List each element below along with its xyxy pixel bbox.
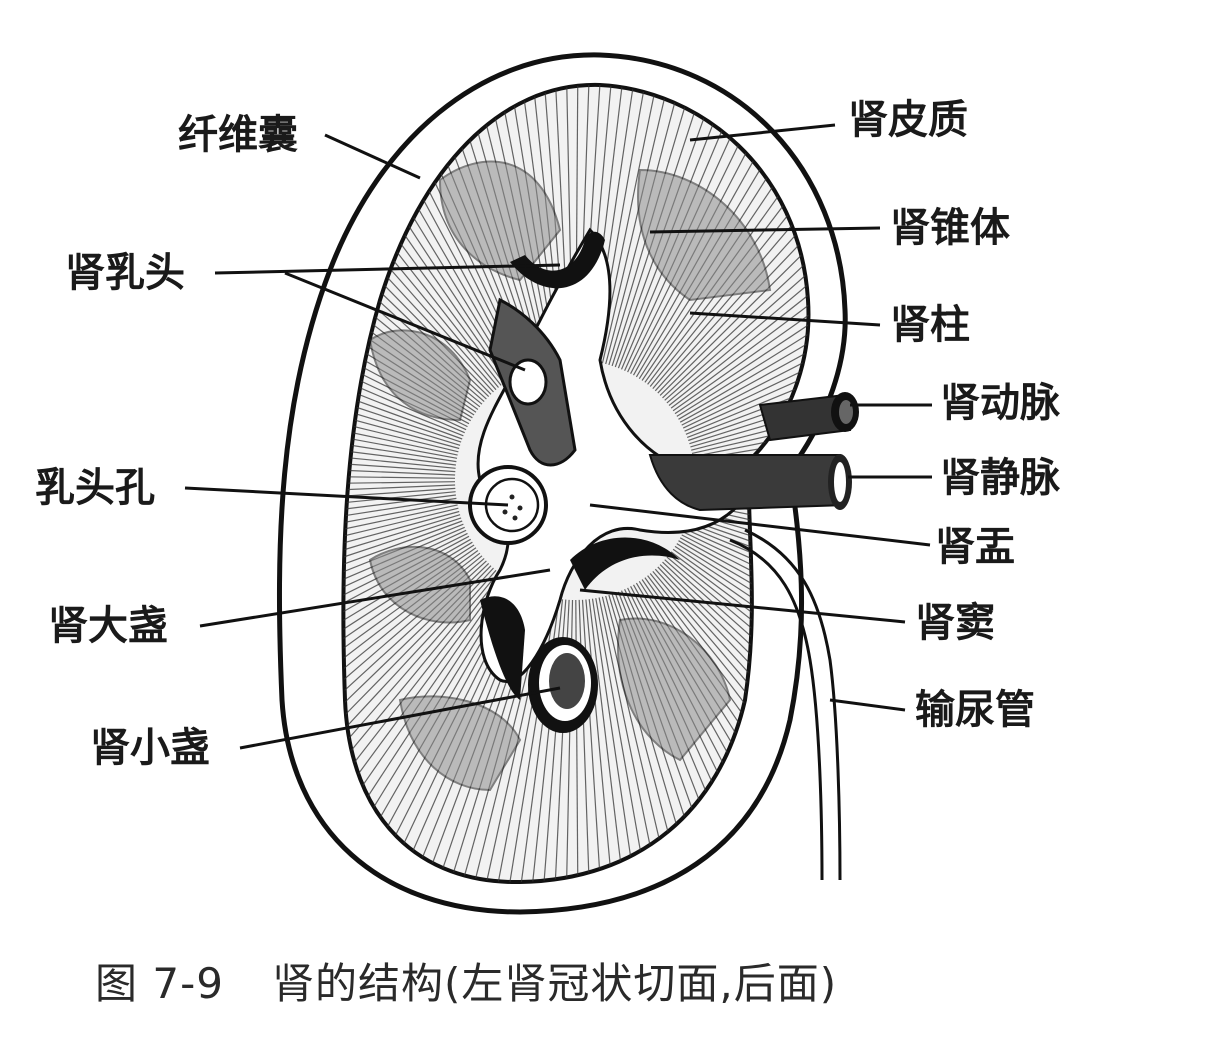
hatch-line [343,494,456,539]
label-renal-papilla: 肾乳头 [65,250,185,296]
hatch-line [343,358,460,450]
hatch-line [343,520,463,638]
renal-column-lower [570,537,680,590]
hatch-line [343,487,456,513]
hatch-line [343,346,461,446]
hatch-line [684,528,809,668]
hatch-line [679,537,809,703]
label-fibrous-capsule: 纤维囊 [178,112,298,158]
minor-calyx [528,637,598,733]
label-major-calyx: 肾大盏 [48,603,168,649]
hatch-line [689,340,809,445]
hatch-line [668,193,809,406]
hatch-line [674,545,809,736]
label-renal-pyramid: 肾锥体 [890,205,1010,251]
hatch-line [343,109,505,384]
hatch-line [343,504,458,577]
hatch-line [664,174,809,401]
renal-vein [648,454,852,512]
hatch-line [343,510,460,602]
hatch-line [690,512,809,608]
hatch-line [681,534,809,691]
hatch-line [681,269,809,426]
hatch-line [679,257,809,423]
ureter [729,528,842,881]
hatch-line [662,164,809,399]
hatch-line [343,497,457,551]
hatch-line [343,383,458,456]
hatch-line [343,421,456,466]
hatch-line [657,146,809,394]
figure-caption-text: 肾的结构(左肾冠状切面,后面) [271,959,838,1008]
hatch-line [659,155,809,396]
renal-artery [758,392,859,442]
lower-calyx-arc [480,596,525,700]
hatch-line [676,543,809,725]
hatch-line [685,304,809,435]
hatch-line [343,514,461,614]
hatch-line [676,235,809,417]
hatch-line [343,371,459,453]
hatch-line [690,352,809,448]
hatch-line [343,409,457,463]
hatch-line [343,491,456,526]
renal-pyramids [368,160,772,792]
hatch-line [684,292,809,432]
hatch-line [691,365,809,451]
hatch-line [682,280,809,429]
hatch-line [682,531,809,680]
label-renal-artery: 肾动脉 [940,380,1060,426]
hatch-line [688,518,809,632]
hatch-line [693,402,809,461]
hatch-line [343,484,456,500]
hatch-line [343,473,456,479]
hatch-line [692,502,809,570]
figure-caption: 图 7-9 肾的结构(左肾冠状切面,后面) [95,950,837,1011]
hatch-line [685,525,809,656]
label-minor-calyx: 肾小盏 [90,725,210,771]
hatch-line [343,501,458,564]
hatch-line [343,298,465,434]
hatch-line [666,183,809,404]
label-ureter: 输尿管 [915,687,1035,733]
hatch-line [343,434,456,469]
hatch-line [678,246,809,420]
hatch-line [343,460,456,476]
label-papillary-foramina: 乳头孔 [35,465,155,511]
hatch-line [343,507,459,589]
upper-minor-calyx-cup [510,231,605,289]
hatch-line [691,506,809,583]
hatch-line [654,137,809,392]
hatch-line [689,515,809,620]
label-renal-pelvis: 肾盂 [935,524,1015,570]
hatch-line [686,522,809,644]
hatch-line [343,523,464,650]
hatch-line [670,203,809,409]
hatch-line [692,390,809,458]
hatch-line [672,214,809,412]
hatch-line [343,396,458,459]
hatch-line [343,447,456,473]
hatch-line [343,310,464,437]
label-renal-vein: 肾静脉 [940,455,1060,501]
hatch-line [674,224,809,415]
label-renal-sinus: 肾窦 [915,600,995,646]
hatch-line [678,540,809,714]
hatch-line [688,328,809,442]
leader-lines [184,123,932,750]
hatch-line [343,322,463,440]
hatch-line [686,316,809,438]
hatch-line [343,334,462,443]
hatch-line [691,377,809,454]
label-renal-cortex: 肾皮质 [848,97,968,143]
hatch-line [343,481,456,487]
figure-number: 图 7-9 [95,959,224,1008]
label-renal-column: 肾柱 [890,302,970,348]
hatch-line [693,499,809,558]
renal-papilla-small [508,358,548,406]
hatch-line [672,548,809,746]
hatch-line [343,517,462,626]
